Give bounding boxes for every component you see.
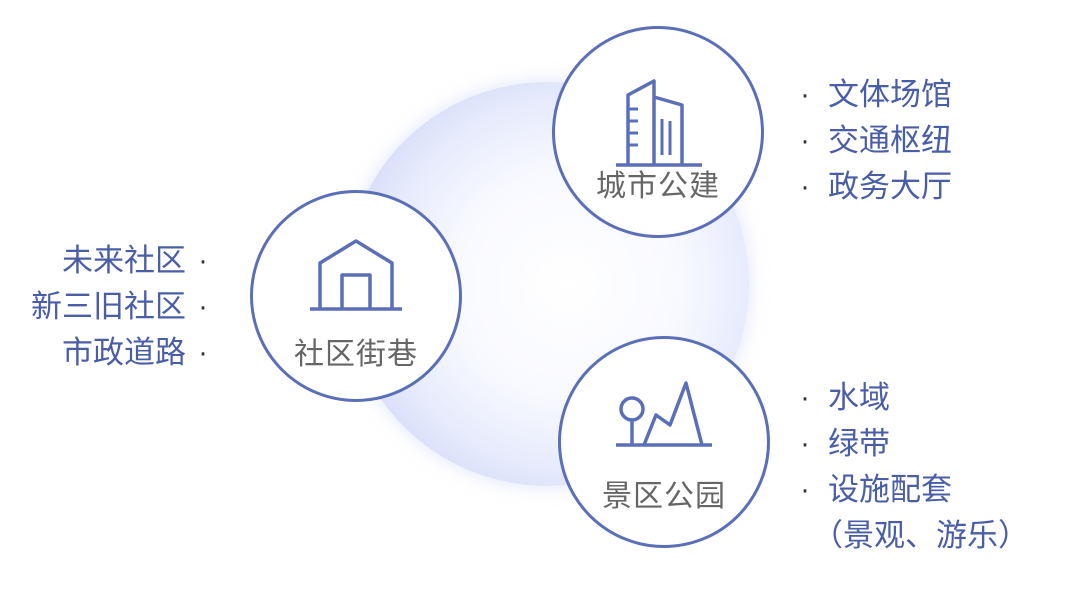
buildings-icon <box>616 79 702 167</box>
list-item-label: 交通枢纽 <box>828 123 952 159</box>
bullet: · <box>800 128 810 158</box>
bullet: · <box>198 248 208 278</box>
node-park: 景区公园 <box>558 336 770 548</box>
list-item: · 绿带 <box>790 422 1029 468</box>
bullet: · <box>800 82 810 112</box>
tree-mountain-icon <box>616 381 712 447</box>
list-item-label: 水域 <box>828 380 890 416</box>
list-item: · 文体场馆 <box>790 73 952 119</box>
list-item: · 交通枢纽 <box>790 119 952 165</box>
bullet: · <box>198 340 208 370</box>
list-item-label: 市政道路 <box>62 335 186 371</box>
node-community-title: 社区街巷 <box>294 337 418 372</box>
list-item-label: 文体场馆 <box>828 77 952 113</box>
list-item: · 政务大厅 <box>790 165 952 211</box>
park-item-note: （景观、游乐） <box>812 518 1029 554</box>
house-icon <box>310 239 402 311</box>
bullet: · <box>800 174 810 204</box>
list-item-label: 政务大厅 <box>828 169 952 205</box>
list-item-label: 绿带 <box>828 426 890 462</box>
list-item: · 水域 <box>790 376 1029 422</box>
node-community: 社区街巷 <box>250 190 462 402</box>
community-item-list: 未来社区 · 新三旧社区 · 市政道路 · <box>31 239 218 377</box>
list-item-label: 设施配套 <box>828 472 952 508</box>
node-city: 城市公建 <box>552 26 764 238</box>
list-item-label: 未来社区 <box>62 243 186 279</box>
list-item: 新三旧社区 · <box>31 285 218 331</box>
node-park-title: 景区公园 <box>602 479 726 514</box>
bullet: · <box>800 431 810 461</box>
node-city-title: 城市公建 <box>596 169 720 204</box>
bullet: · <box>198 294 208 324</box>
city-item-list: · 文体场馆 · 交通枢纽 · 政务大厅 <box>790 73 952 211</box>
park-item-list: · 水域 · 绿带 · 设施配套 （景观、游乐） <box>790 376 1029 558</box>
list-item: 未来社区 · <box>31 239 218 285</box>
list-item-label: 新三旧社区 <box>31 289 186 325</box>
list-item: · 设施配套 <box>790 468 1029 514</box>
list-item: 市政道路 · <box>31 331 218 377</box>
bullet: · <box>800 385 810 415</box>
bullet: · <box>800 477 810 507</box>
